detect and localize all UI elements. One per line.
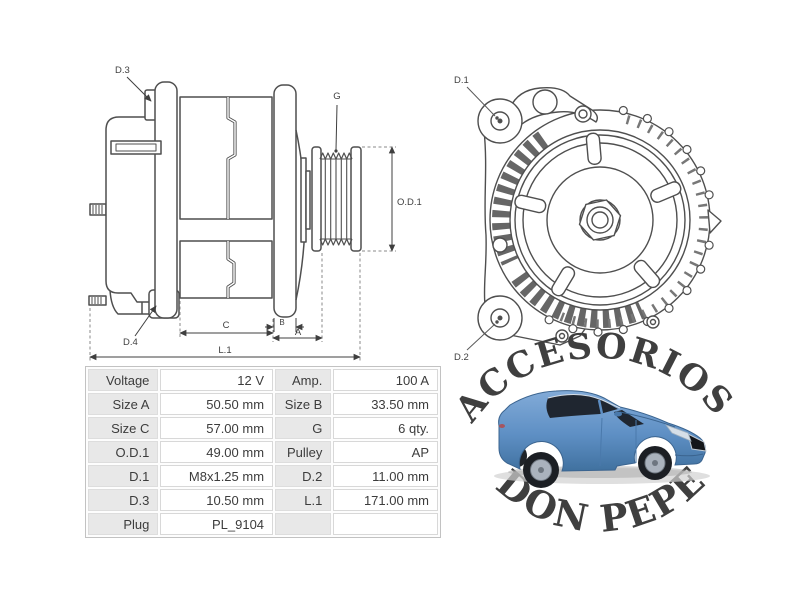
car-headlight: [664, 424, 692, 442]
spec-label-cell: L.1: [275, 489, 332, 511]
stator-lower: [179, 240, 273, 299]
spec-label-cell: D.3: [88, 489, 159, 511]
spec-value-cell: 50.50 mm: [160, 393, 274, 415]
spec-label-cell: G: [275, 417, 332, 439]
car-mirror: [614, 411, 622, 417]
spec-table: Voltage 12 V Amp. 100 A Size A 50.50 mm …: [85, 366, 441, 538]
dim-label-d4: D.4: [123, 337, 138, 348]
dim-label-a: A: [295, 327, 302, 338]
front-view-art: [477, 86, 722, 346]
spec-label-cell: Amp.: [275, 369, 332, 391]
table-row: O.D.1 49.00 mm Pulley AP: [88, 441, 438, 463]
pulley-side: [311, 146, 362, 252]
dim-label-c: C: [223, 320, 230, 331]
stator-upper: [179, 96, 273, 220]
car-grille: [687, 433, 707, 452]
dim-label-b: B: [279, 318, 284, 327]
rear-mounting-ear: [154, 81, 178, 319]
car-front-wheel: [638, 446, 672, 480]
spec-value-cell: 49.00 mm: [160, 441, 274, 463]
dimension-lines: [89, 76, 396, 361]
car-image: [494, 390, 710, 488]
spec-value-cell: 6 qty.: [333, 417, 438, 439]
dim-label-d2: D.2: [454, 352, 469, 363]
spec-label-cell: Voltage: [88, 369, 159, 391]
spec-label-cell: Plug: [88, 513, 159, 535]
rear-cover: [105, 116, 161, 303]
alternator-front-view-diagram: D.1 D.2: [454, 75, 722, 363]
store-watermark: ACCESORIOS DON PEPE: [450, 330, 740, 541]
spec-value-cell: 171.00 mm: [333, 489, 438, 511]
dim-label-od1: O.D.1: [397, 197, 422, 208]
terminal-stud-mid: [89, 203, 107, 216]
spec-label-cell: O.D.1: [88, 441, 159, 463]
spec-value-cell: 11.00 mm: [333, 465, 438, 487]
vent-slats-lower: [511, 269, 646, 329]
spec-value-cell: 100 A: [333, 369, 438, 391]
table-row: D.1 M8x1.25 mm D.2 11.00 mm: [88, 465, 438, 487]
spec-label-cell: Size B: [275, 393, 332, 415]
spec-label-cell: Size A: [88, 393, 159, 415]
table-row: Plug PL_9104: [88, 513, 438, 535]
dim-label-l1: L.1: [218, 345, 231, 356]
dim-label-d3: D.3: [115, 65, 130, 76]
spec-value-cell: [333, 513, 438, 535]
dim-label-d1: D.1: [454, 75, 469, 86]
spec-value-cell: 33.50 mm: [333, 393, 438, 415]
rim-scallops: [544, 105, 714, 337]
table-row: Size C 57.00 mm G 6 qty.: [88, 417, 438, 439]
terminal-stud-bottom: [88, 295, 107, 306]
side-view-art: [88, 81, 362, 319]
dim-label-g: G: [333, 91, 340, 102]
spec-value-cell: 10.50 mm: [160, 489, 274, 511]
alternator-side-view-diagram: D.3 D.4 G O.D.1 C B A L.1: [88, 65, 422, 361]
front-mounting-ear: [273, 84, 297, 318]
spec-value-cell: PL_9104: [160, 513, 274, 535]
car-rear-wheel: [523, 452, 559, 488]
pulley-front: [509, 129, 691, 311]
table-row: Voltage 12 V Amp. 100 A: [88, 369, 438, 391]
spec-label-cell: D.2: [275, 465, 332, 487]
front-leaders: [466, 86, 499, 351]
table-row: Size A 50.50 mm Size B 33.50 mm: [88, 393, 438, 415]
spec-label-cell: Pulley: [275, 441, 332, 463]
spec-value-cell: 12 V: [160, 369, 274, 391]
spec-label-cell: D.1: [88, 465, 159, 487]
table-row: D.3 10.50 mm L.1 171.00 mm: [88, 489, 438, 511]
spec-label-cell: Size C: [88, 417, 159, 439]
spec-value-cell: M8x1.25 mm: [160, 465, 274, 487]
spec-label-cell: [275, 513, 332, 535]
vent-slats-upper: [492, 131, 551, 266]
spec-value-cell: 57.00 mm: [160, 417, 274, 439]
car-taillight: [499, 424, 505, 428]
spec-value-cell: AP: [333, 441, 438, 463]
